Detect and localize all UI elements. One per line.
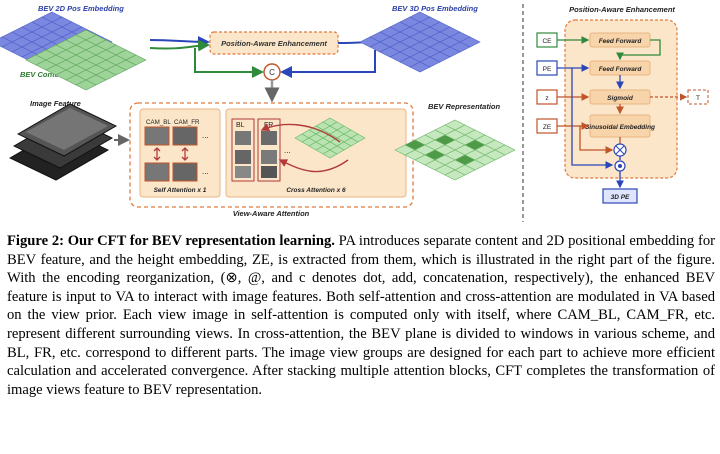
concat-symbol: C [269,68,275,77]
self-attention-label: Self Attention x 1 [154,187,207,194]
bl-label: BL [236,122,245,129]
bev-3d-pos-grid [359,11,481,73]
pa-input-ce: CE [542,38,552,45]
self-attn-ellipsis-1: ... [202,131,209,140]
bev-2d-pos-label: BEV 2D Pos Embedding [38,4,124,13]
image-feature-label: Image Feature [30,99,81,108]
cross-attn-panel [225,108,407,198]
bev-representation-label: BEV Representation [428,102,501,111]
pa-block-ff2: Feed Forward [599,66,643,73]
arrow-3d-to-concat [280,50,376,78]
pa-output: 3D PE [611,194,630,201]
pa-side-output: T [696,95,700,102]
arrow-content-to-pa [149,39,210,52]
caption-body: PA introduces separate content and 2D po… [7,233,715,398]
bev-3d-pos-label: BEV 3D Pos Embedding [392,4,478,13]
cross-attention-label: Cross Attention x 6 [286,187,346,194]
pa-panel-title: Position-Aware Enhancement [569,5,675,14]
pa-input-pe: PE [543,66,552,73]
image-feature-stack [8,103,118,181]
arrow-2d-to-pa [149,35,210,48]
cross-attn-arrow-1 [260,123,341,143]
self-attn-ellipsis-2: ... [202,167,209,176]
bev-representation-grid [394,119,516,181]
pa-box-label: Position-Aware Enhancement [221,39,327,48]
pa-box [209,31,339,55]
architecture-figure: BEV 2D Pos Embedding BEV Content Embeddi… [0,4,709,222]
pa-input-ze: ZE [543,124,552,131]
cross-attn-arrow-2 [278,159,349,173]
arrow-content-to-concat [194,48,264,78]
pa-block-sinusoidal: Sinusoidal Embedding [585,124,655,131]
va-label: View-Aware Attention [233,209,310,218]
caption-label: Figure 2: Our CFT for BEV representation… [7,233,335,249]
pa-block-sigmoid: Sigmoid [607,95,634,102]
cross-attn-ellipsis: ... [284,146,291,155]
bev-content-grid [25,29,147,91]
pa-input-z: z [545,95,548,102]
pa-block-ff1: Feed Forward [599,38,643,45]
figure-caption: Figure 2: Our CFT for BEV representation… [7,232,715,399]
cam-fr-label: CAM_FR [174,119,200,126]
cam-bl-label: CAM_BL [146,119,171,126]
